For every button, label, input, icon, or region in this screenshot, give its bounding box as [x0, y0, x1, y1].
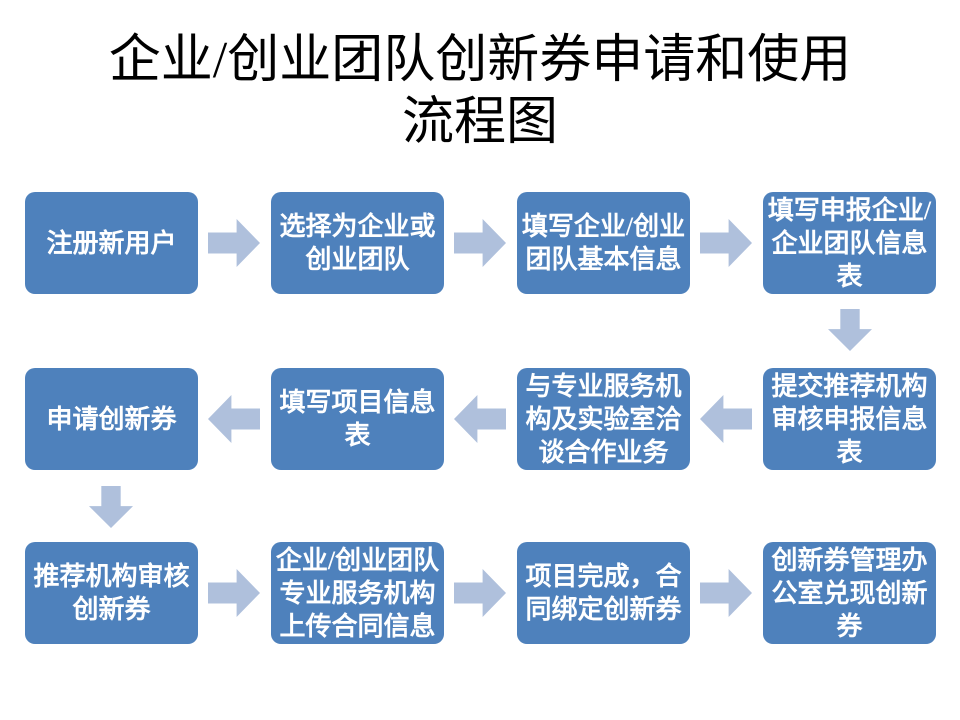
arrow-right-icon	[454, 569, 506, 617]
step-fill-declaration-form: 填写申报企业/ 企业团队信息 表	[763, 192, 936, 294]
slide-title: 企业/创业团队创新券申请和使用 流程图	[108, 32, 852, 151]
step-submit-for-review: 提交推荐机构 审核申报信息 表	[763, 368, 936, 470]
step-upload-contract-info: 企业/创业团队 专业服务机构 上传合同信息	[271, 542, 444, 644]
step-register-new-user: 注册新用户	[25, 192, 198, 294]
arrow-right-icon	[454, 219, 506, 267]
arrow-left-icon	[208, 395, 260, 443]
arrow-left-icon	[454, 395, 506, 443]
step-apply-voucher: 申请创新券	[25, 368, 198, 470]
arrow-right-icon	[208, 219, 260, 267]
arrow-right-icon	[700, 569, 752, 617]
arrow-right-icon	[700, 219, 752, 267]
step-fill-project-form: 填写项目信息 表	[271, 368, 444, 470]
arrow-left-icon	[700, 395, 752, 443]
step-fill-basic-info: 填写企业/创业 团队基本信息	[517, 192, 690, 294]
step-office-redeem-voucher: 创新券管理办 公室兑现创新 券	[763, 542, 936, 644]
step-negotiate-cooperation: 与专业服务机 构及实验室洽 谈合作业务	[517, 368, 690, 470]
arrow-right-icon	[208, 569, 260, 617]
step-agency-review-voucher: 推荐机构审核 创新券	[25, 542, 198, 644]
step-select-enterprise-or-team: 选择为企业或 创业团队	[271, 192, 444, 294]
arrow-down-icon	[89, 486, 133, 528]
arrow-down-icon	[828, 309, 872, 351]
step-project-complete-bind-voucher: 项目完成，合 同绑定创新券	[517, 542, 690, 644]
